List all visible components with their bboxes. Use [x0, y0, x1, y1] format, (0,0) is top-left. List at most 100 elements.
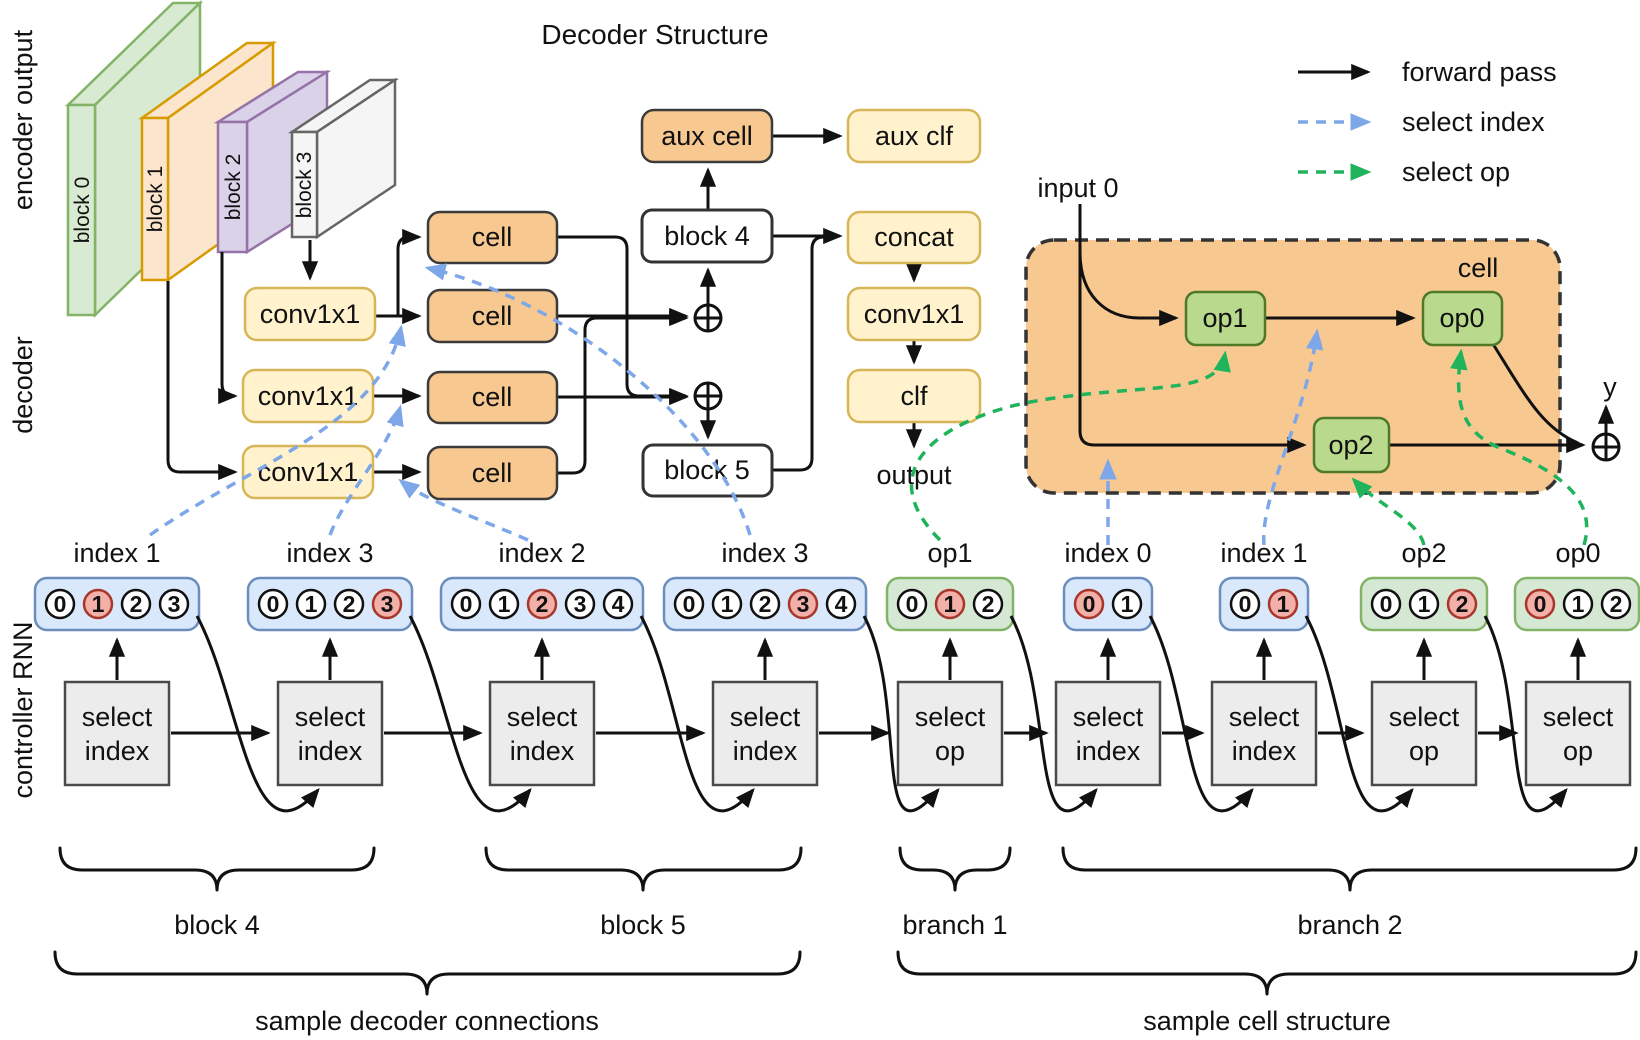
token: 1: [711, 588, 743, 620]
token-box: [246, 576, 414, 632]
legend-select-index: select index: [1402, 107, 1545, 137]
token: 3: [564, 588, 596, 620]
column-label: index 1: [73, 538, 160, 568]
svg-text:2: 2: [1456, 591, 1469, 617]
svg-text:0: 0: [1083, 591, 1096, 617]
op1-box: op1: [1184, 290, 1267, 347]
svg-text:2: 2: [759, 591, 772, 617]
token: 1: [295, 588, 327, 620]
token-selected: 2: [1446, 588, 1478, 620]
token: 1: [1111, 588, 1143, 620]
group-label-sample-cell-structure: sample cell structure: [1143, 1006, 1391, 1036]
token-selected: 0: [1073, 588, 1105, 620]
svg-text:block 5: block 5: [664, 455, 750, 485]
column-label: op1: [927, 538, 972, 568]
svg-text:0: 0: [1534, 591, 1547, 617]
svg-text:4: 4: [612, 591, 625, 617]
encoder-block-1-label: block 1: [144, 166, 167, 233]
select-rnn-box: [1054, 680, 1162, 787]
svg-text:1: 1: [1572, 591, 1585, 617]
select-rnn-box: [711, 680, 819, 787]
clf-box: clf: [846, 368, 982, 424]
token-selected: 0: [1524, 588, 1556, 620]
conv1x1-box-3: conv1x1: [241, 444, 375, 500]
decoder-forward-edges: [166, 127, 923, 481]
select-rnn-box: [1524, 680, 1632, 787]
token: 1: [1562, 588, 1594, 620]
group-label-sample-decoder-connections: sample decoder connections: [255, 1006, 599, 1036]
svg-text:op1: op1: [1202, 303, 1247, 333]
select-rnn-box: [1370, 680, 1478, 787]
token: 2: [972, 588, 1004, 620]
svg-text:cell: cell: [472, 382, 513, 412]
token: 4: [825, 588, 857, 620]
token-selected: 2: [526, 588, 558, 620]
select-rnn-box: [896, 680, 1004, 787]
op2-box: op2: [1312, 416, 1391, 474]
brace-label-branch1: branch 1: [902, 910, 1007, 940]
svg-text:0: 0: [460, 591, 473, 617]
cell-box-3: cell: [426, 370, 559, 425]
svg-text:aux clf: aux clf: [875, 121, 954, 151]
brace-label-branch2: branch 2: [1297, 910, 1402, 940]
brace-label-block4: block 4: [174, 910, 260, 940]
page-title: Decoder Structure: [541, 19, 768, 50]
column-label: index 0: [1064, 538, 1151, 568]
svg-text:clf: clf: [901, 381, 928, 411]
encoder-block-3: block 3: [287, 77, 400, 240]
svg-text:2: 2: [343, 591, 356, 617]
svg-text:op0: op0: [1439, 303, 1484, 333]
svg-text:0: 0: [54, 591, 67, 617]
column-label: op2: [1401, 538, 1446, 568]
token: 3: [158, 588, 190, 620]
column-label: index 1: [1220, 538, 1307, 568]
svg-text:1: 1: [1418, 591, 1431, 617]
svg-text:1: 1: [944, 591, 957, 617]
svg-text:conv1x1: conv1x1: [258, 381, 359, 411]
column-label: index 3: [721, 538, 808, 568]
svg-text:0: 0: [683, 591, 696, 617]
svg-text:op2: op2: [1328, 430, 1373, 460]
svg-text:conv1x1: conv1x1: [258, 457, 359, 487]
input0-label: input 0: [1037, 173, 1118, 203]
sum-node-block4: [693, 303, 723, 333]
aux-clf-box: aux clf: [846, 108, 982, 164]
select-rnn-box: [63, 680, 171, 787]
token: 0: [257, 588, 289, 620]
token: 0: [1229, 588, 1261, 620]
cell-structure: cell input 0 op1 op0 op2 y: [1024, 173, 1621, 495]
svg-text:3: 3: [574, 591, 587, 617]
conv1x1-box-1: conv1x1: [243, 286, 377, 342]
column-label: index 3: [286, 538, 373, 568]
svg-text:0: 0: [1380, 591, 1393, 617]
select-rnn-box: [1210, 680, 1318, 787]
cell-box-1: cell: [426, 210, 559, 265]
concat-box: concat: [846, 210, 982, 265]
legend-select-op: select op: [1402, 157, 1510, 187]
svg-text:3: 3: [797, 591, 810, 617]
svg-text:0: 0: [1239, 591, 1252, 617]
svg-text:2: 2: [982, 591, 995, 617]
block5-box: block 5: [641, 443, 774, 498]
cell-output-sum-node: [1591, 432, 1621, 462]
encoder-block-2-label: block 2: [222, 154, 245, 221]
conv1x1-output-box: conv1x1: [846, 286, 982, 342]
svg-text:cell: cell: [472, 458, 513, 488]
token: 1: [1408, 588, 1440, 620]
svg-text:1: 1: [92, 591, 105, 617]
column-label: op0: [1555, 538, 1600, 568]
select-op-edges: [909, 348, 1589, 546]
svg-text:1: 1: [721, 591, 734, 617]
token: 2: [1600, 588, 1632, 620]
